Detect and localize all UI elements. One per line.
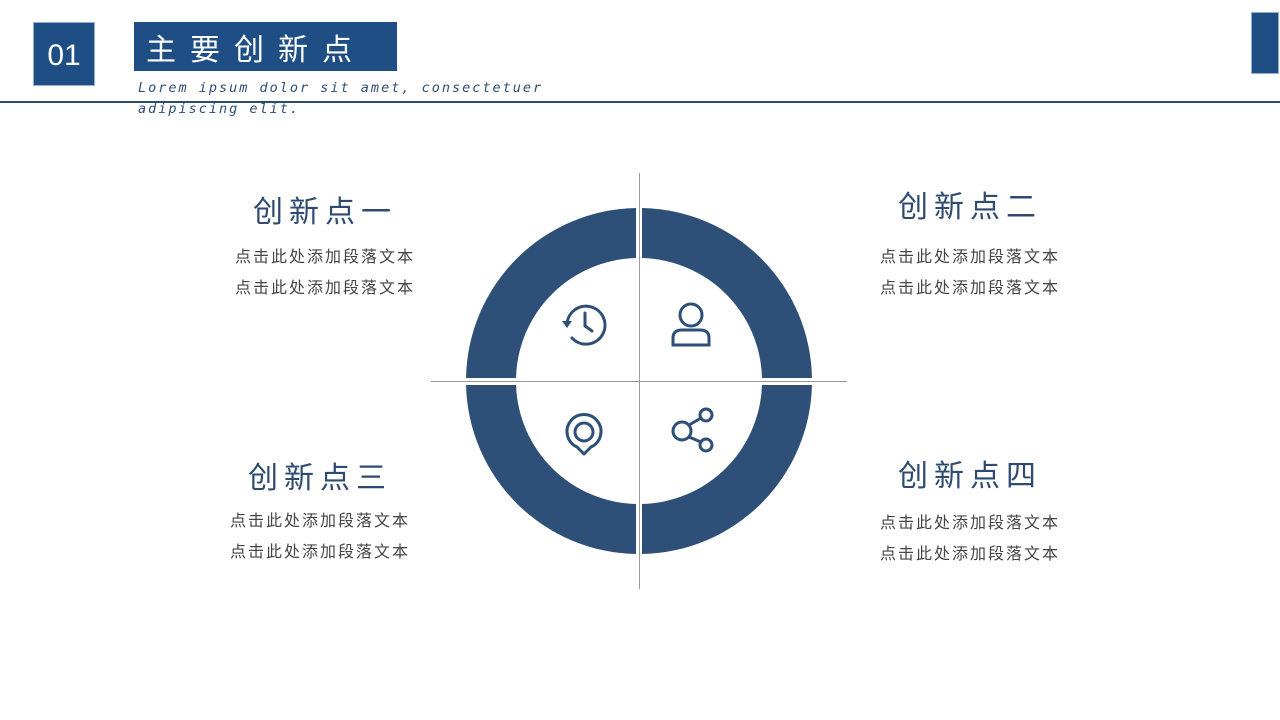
ring-quadrant-bottom-right — [642, 385, 812, 554]
page-title: 主要创新点 — [134, 22, 397, 71]
point-text-line[interactable]: 点击此处添加段落文本 — [879, 513, 1060, 532]
point-title: 创新点二 — [898, 190, 1042, 225]
horizontal-axis-line — [431, 381, 847, 382]
innovation-point-3: 创新点三 点击此处添加段落文本 点击此处添加段落文本 — [210, 459, 430, 567]
ring-quadrant-top-left — [466, 208, 636, 378]
innovation-point-2: 创新点二 点击此处添加段落文本 点击此处添加段落文本 — [860, 188, 1080, 303]
point-text-line[interactable]: 点击此处添加段落文本 — [234, 278, 415, 297]
point-text-line[interactable]: 点击此处添加段落文本 — [229, 542, 410, 561]
location-pin-icon — [565, 413, 603, 456]
point-text-line[interactable]: 点击此处添加段落文本 — [879, 278, 1060, 297]
share-icon — [671, 407, 714, 453]
point-title: 创新点一 — [253, 195, 397, 230]
ring-quadrant-bottom-left — [466, 385, 636, 554]
user-icon — [671, 302, 711, 347]
point-text-line[interactable]: 点击此处添加段落文本 — [879, 544, 1060, 563]
innovation-point-1: 创新点一 点击此处添加段落文本 点击此处添加段落文本 — [215, 193, 435, 303]
point-title: 创新点三 — [248, 461, 392, 496]
history-clock-icon — [562, 304, 607, 346]
point-text-line[interactable]: 点击此处添加段落文本 — [229, 511, 410, 530]
point-text-line[interactable]: 点击此处添加段落文本 — [234, 247, 415, 266]
point-text-line[interactable]: 点击此处添加段落文本 — [879, 247, 1060, 266]
page-subtitle: Lorem ipsum dolor sit amet, consectetuer… — [138, 80, 544, 117]
section-number-badge: 01 — [33, 22, 95, 86]
innovation-point-4: 创新点四 点击此处添加段落文本 点击此处添加段落文本 — [860, 457, 1080, 569]
ring-quadrant-top-right — [642, 208, 812, 378]
point-title: 创新点四 — [898, 459, 1042, 494]
header-divider — [0, 101, 1280, 103]
corner-accent-tab — [1251, 12, 1279, 74]
